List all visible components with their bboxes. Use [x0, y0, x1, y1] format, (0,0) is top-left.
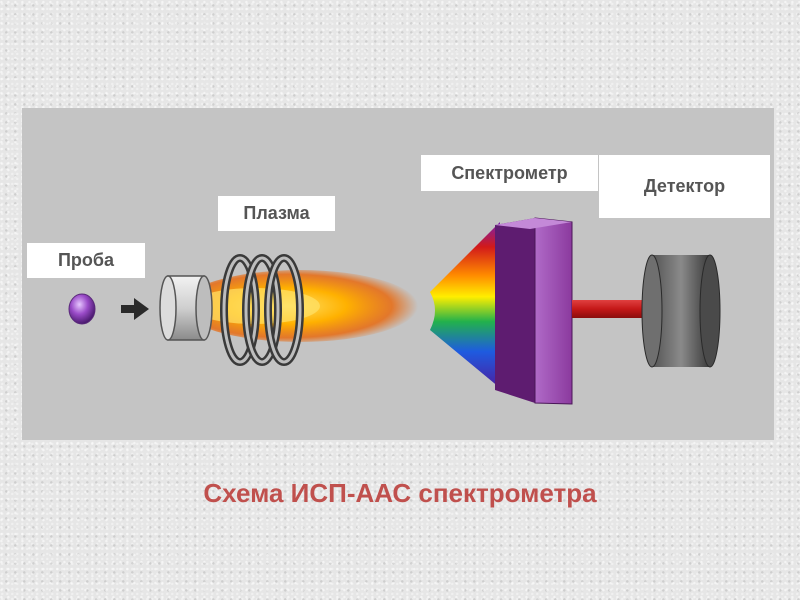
plasma-label: Плазма — [218, 196, 335, 231]
light-beam-icon — [572, 300, 658, 318]
detector-cylinder-icon — [641, 254, 721, 368]
prism-spectrum-icon — [430, 217, 573, 405]
sample-label: Проба — [27, 243, 145, 278]
detector-label: Детектор — [599, 155, 770, 218]
diagram-caption: Схема ИСП-ААС спектрометра — [203, 478, 597, 508]
nozzle-icon — [159, 275, 213, 341]
sample-droplet-icon — [68, 293, 96, 325]
spectrometer-label: Спектрометр — [421, 155, 598, 191]
arrow-icon — [121, 298, 149, 320]
induction-coil-icon — [220, 254, 304, 366]
